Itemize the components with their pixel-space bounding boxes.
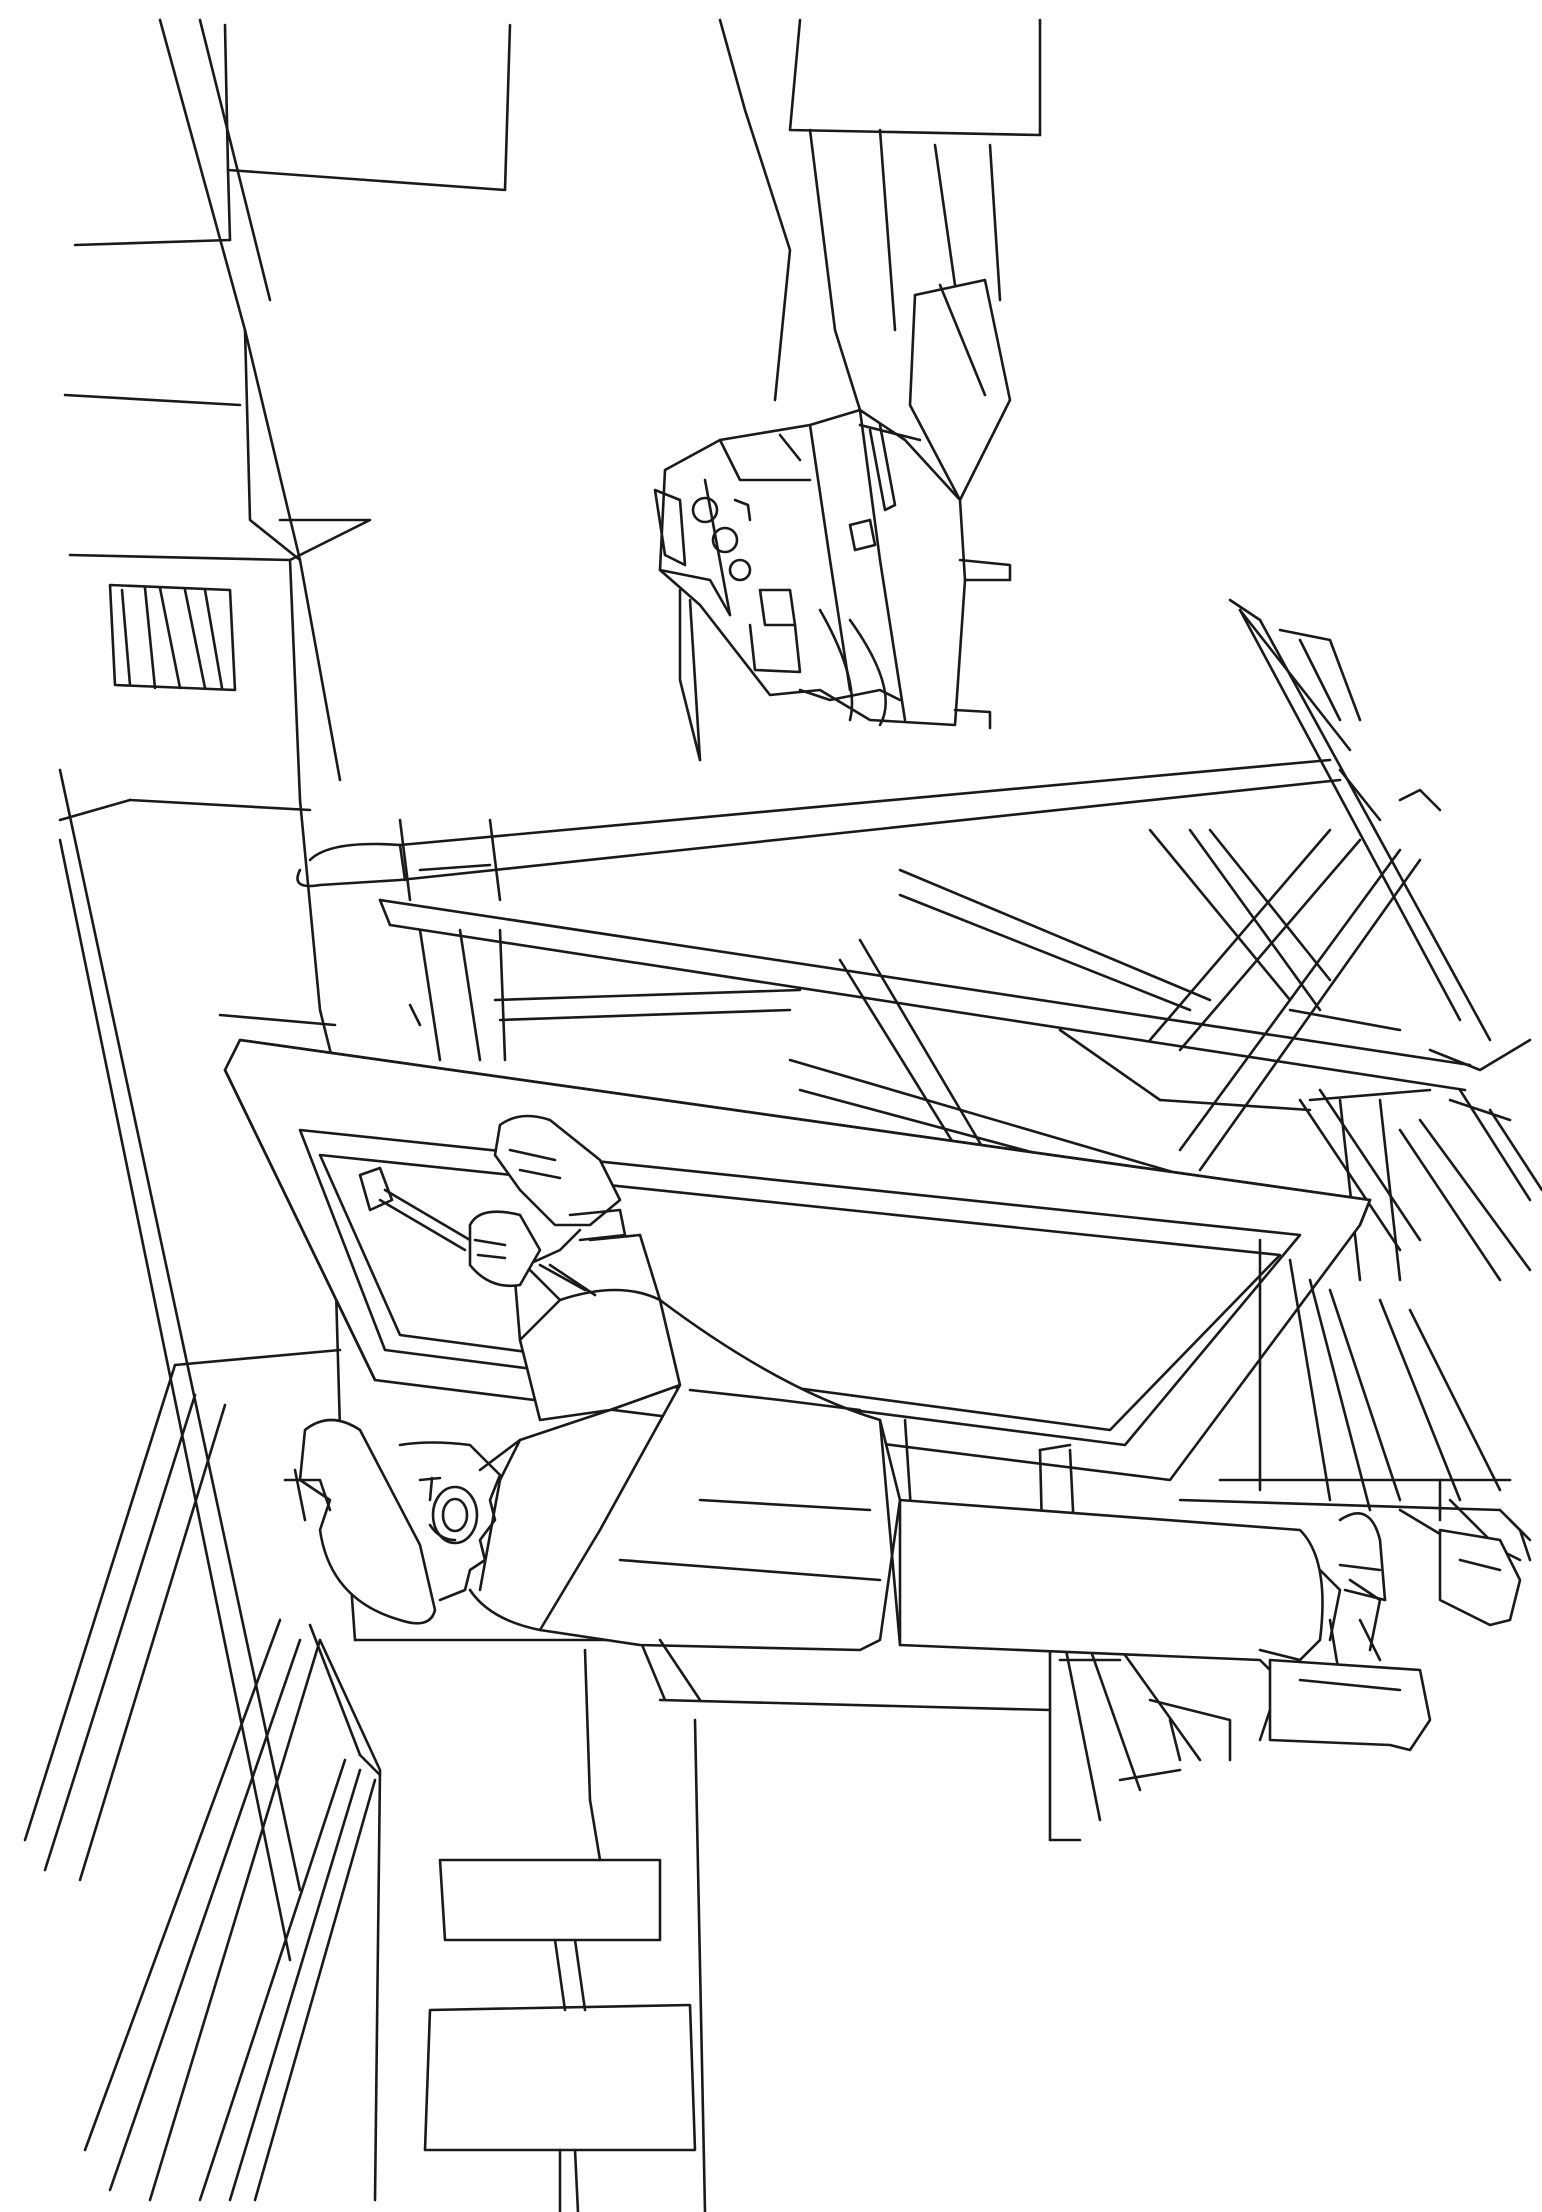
machinery — [653, 18, 1042, 762]
worker — [283, 1114, 1532, 1752]
worker-boot-2 — [1438, 1528, 1522, 1627]
worker-upper-arm — [518, 1288, 682, 1422]
scaffold-truss — [378, 598, 1542, 1282]
hard-hat — [298, 1418, 437, 1625]
background-lines — [658, 1638, 1122, 2212]
rail-frame — [296, 758, 1342, 902]
worker-jacket — [538, 1298, 902, 1652]
hammer — [358, 1166, 472, 1252]
barred-window — [108, 583, 237, 692]
worker-hand — [468, 1210, 542, 1288]
worker-left-hand — [493, 1114, 622, 1227]
floor-structures — [353, 1638, 697, 2212]
ear-muff — [431, 1485, 479, 1545]
scaffold-base — [1048, 1238, 1522, 1842]
worker-boot — [1268, 1658, 1432, 1752]
worker-legs — [898, 1498, 1324, 1682]
